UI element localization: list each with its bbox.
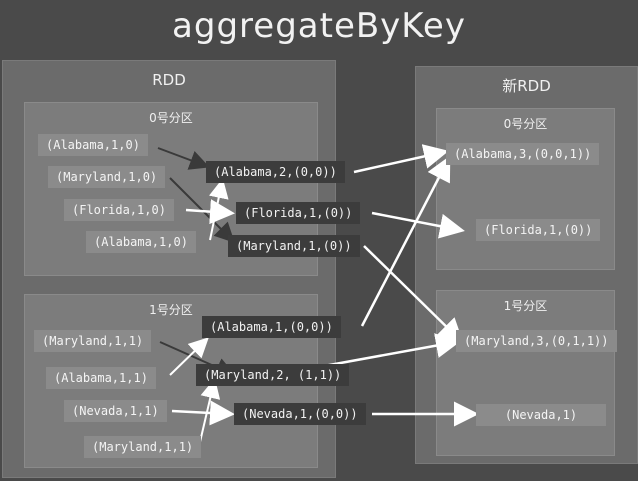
new-rdd-partition-1: 1号分区	[436, 290, 615, 456]
p0-aggregate-1: (Alabama,2,(0,0))	[206, 161, 345, 183]
p1-input-3: (Nevada,1,1)	[64, 400, 167, 422]
rdd-partition-0-label: 0号分区	[149, 111, 193, 125]
rdd-label: RDD	[152, 71, 186, 89]
p1-aggregate-3: (Nevada,1,(0,0))	[234, 403, 366, 425]
p0-input-3: (Florida,1,0)	[64, 199, 174, 221]
diagram-title: aggregateByKey	[172, 6, 466, 46]
p0-input-1: (Alabama,1,0)	[38, 134, 148, 156]
new-rdd-label: 新RDD	[502, 77, 551, 95]
rdd-partition-1-label: 1号分区	[149, 303, 193, 317]
p0-aggregate-2: (Florida,1,(0))	[236, 202, 361, 224]
new-rdd-partition-0: 0号分区	[436, 108, 615, 270]
p1-aggregate-1: (Alabama,1,(0,0))	[202, 316, 341, 338]
new-p0-record-2: (Florida,1,(0))	[476, 219, 601, 241]
p1-input-1: (Maryland,1,1)	[34, 330, 152, 352]
p0-input-2: (Maryland,1,0)	[48, 166, 166, 188]
new-rdd-partition-0-label: 0号分区	[503, 117, 548, 131]
p0-input-4: (Alabama,1,0)	[86, 231, 196, 253]
p1-aggregate-2: (Maryland,2, (1,1))	[196, 364, 350, 386]
new-p1-record-1: (Maryland,3,(0,1,1))	[456, 330, 617, 352]
new-p1-record-2: (Nevada,1)	[476, 404, 606, 426]
p1-input-4: (Maryland,1,1)	[84, 436, 202, 458]
new-rdd-partition-1-label: 1号分区	[503, 299, 548, 313]
p1-input-2: (Alabama,1,1)	[46, 367, 156, 389]
p0-aggregate-3: (Maryland,1,(0))	[228, 235, 360, 257]
new-p0-record-1: (Alabama,3,(0,0,1))	[446, 143, 600, 165]
